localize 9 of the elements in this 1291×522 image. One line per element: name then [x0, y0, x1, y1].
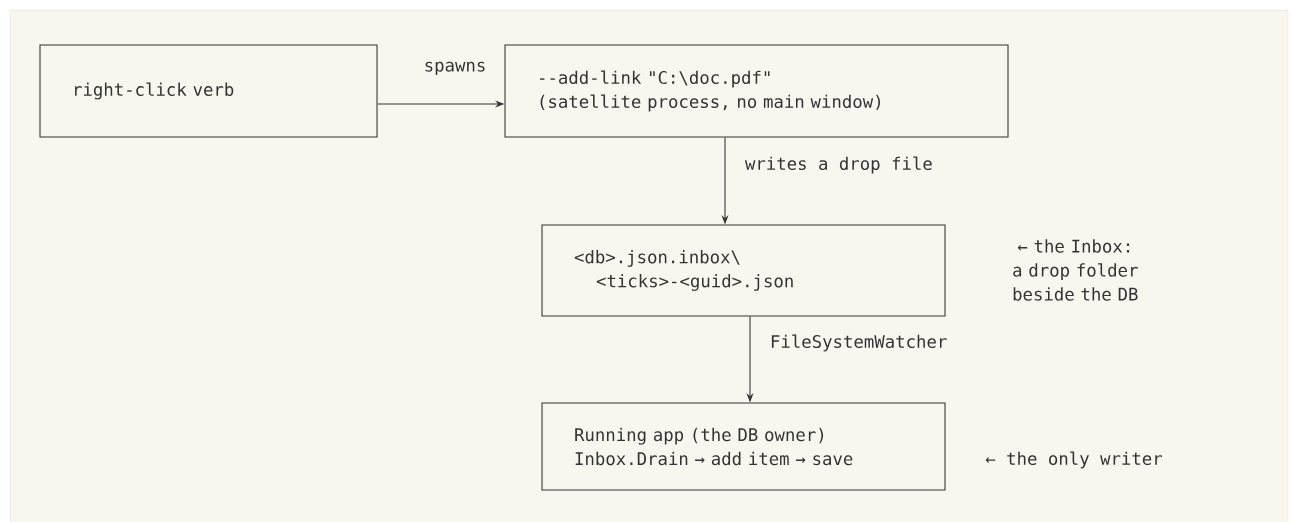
- edge-label: FileSystemWatcher: [767, 331, 950, 355]
- process-box: <db>.json.inbox\ <ticks>-<guid>.json: [541, 224, 946, 317]
- side-note: ← the Inbox: a drop folder beside the DB: [1013, 239, 1138, 301]
- process-box: right-click verb: [39, 44, 378, 138]
- process-box: Running app (the DB owner) Inbox.Drain → add item → save: [541, 402, 946, 491]
- process-box: --add-link "C:\doc.pdf" (satellite process, no main window): [504, 44, 1009, 138]
- edge-label: spawns: [421, 59, 489, 78]
- side-note: ← the only writer: [985, 451, 1162, 469]
- edge-label: writes a drop file: [742, 153, 936, 177]
